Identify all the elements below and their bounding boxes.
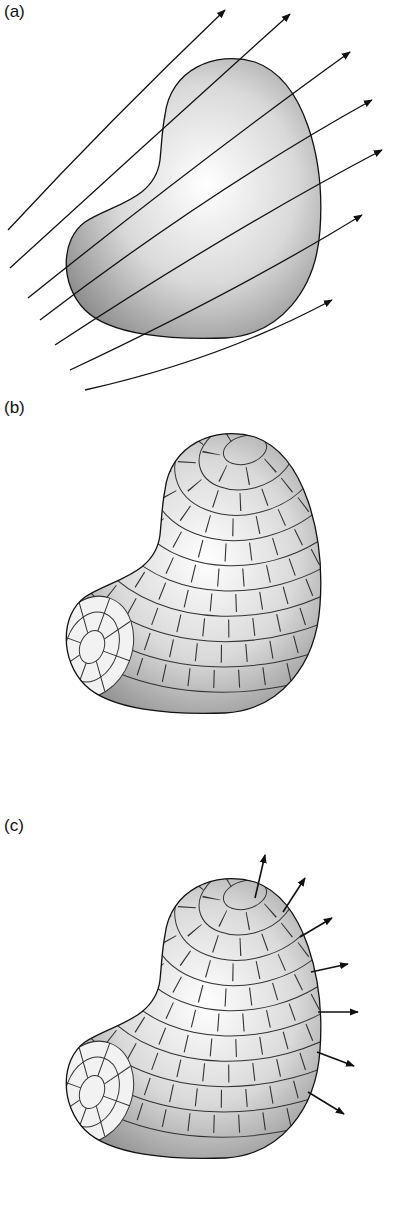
panel-label: (c) (4, 816, 24, 836)
panel-label: (b) (4, 398, 25, 418)
body-with-flow (8, 10, 382, 390)
meshed-body-normals (0, 685, 406, 1192)
meshed-body (0, 240, 406, 747)
panel-label: (a) (4, 2, 25, 22)
